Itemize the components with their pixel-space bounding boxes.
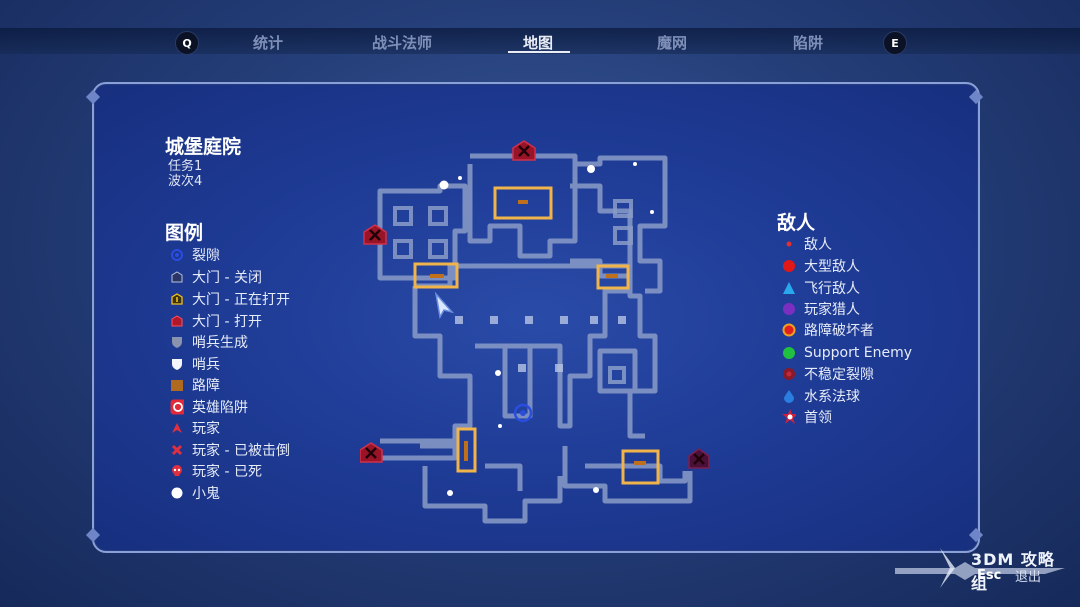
legend-label: 大门 - 正在打开 (192, 292, 290, 308)
gate-open-marker (512, 140, 536, 161)
gate-closed-icon (170, 270, 184, 284)
watermark-logo (895, 548, 1065, 588)
large-enemy-icon (782, 259, 796, 273)
gate-open-marker (688, 448, 710, 469)
castle-courtyard-map[interactable] (360, 136, 720, 536)
enemy-legend-item: Support Enemy (782, 344, 912, 362)
unstable-rift-icon (782, 367, 796, 381)
legend-label: 哨兵生成 (192, 335, 248, 351)
tab-traps[interactable]: 陷阱 (793, 34, 824, 52)
flying-enemy-icon (782, 281, 796, 295)
gate-open-icon (170, 314, 184, 328)
legend-label: 路障破坏者 (804, 323, 874, 339)
legend-label: 敌人 (804, 237, 832, 253)
legend-item: 裂隙 (170, 246, 220, 264)
legend-label: Support Enemy (804, 345, 913, 361)
next-tab-key[interactable]: E (883, 31, 907, 55)
legend-item: 大门 - 打开 (170, 312, 262, 330)
legend-item: 哨兵 (170, 355, 220, 373)
legend-title: 图例 (165, 222, 204, 244)
map-panel (92, 82, 980, 553)
water-orb-icon (782, 389, 796, 403)
tab-stats[interactable]: 统计 (253, 34, 284, 52)
enemy-legend-item: 玩家猎人 (782, 300, 860, 318)
tab-map[interactable]: 地图 (523, 34, 554, 52)
boss-icon (782, 409, 796, 424)
legend-label: 路障 (192, 378, 220, 394)
watermark-text: 3DM 攻略组 (971, 550, 1055, 593)
exit-control[interactable]: 3DM 攻略组 Esc 退出 (895, 540, 1070, 595)
enemy-legend-item: 首领 (782, 408, 832, 426)
barricade-marker (456, 427, 477, 473)
exit-label[interactable]: 退出 (1015, 570, 1042, 585)
tab-battlemage[interactable]: 战斗法师 (372, 34, 433, 52)
enemy-legend-item: 大型敌人 (782, 257, 860, 275)
enemy-legend-item: 飞行敌人 (782, 279, 860, 297)
player-downed-icon (170, 443, 184, 457)
tab-manaweb[interactable]: 魔网 (657, 34, 688, 52)
enemies-title: 敌人 (777, 212, 816, 234)
legend-label: 不稳定裂隙 (804, 367, 874, 383)
barricade-marker (621, 449, 660, 485)
prev-tab-key[interactable]: Q (175, 31, 199, 55)
legend-label: 飞行敌人 (804, 281, 860, 297)
legend-label: 玩家 - 已被击倒 (192, 443, 290, 459)
active-tab-indicator (508, 51, 570, 53)
support-enemy-icon (782, 346, 796, 360)
guardian-icon (170, 357, 184, 371)
legend-label: 大型敌人 (804, 259, 860, 275)
barricade-marker (596, 264, 630, 290)
legend-label: 英雄陷阱 (192, 400, 248, 416)
guardian-spawn-icon (170, 335, 184, 349)
wave-label: 波次4 (168, 174, 203, 189)
legend-label: 玩家猎人 (804, 302, 860, 318)
imp-icon (170, 486, 184, 500)
legend-label: 大门 - 关闭 (192, 270, 262, 286)
legend-item: 路障 (170, 376, 220, 394)
level-name: 城堡庭院 (165, 136, 242, 158)
barricade-breaker-icon (782, 323, 796, 337)
gate-open-marker (363, 224, 387, 245)
legend-label: 首领 (804, 410, 832, 426)
hero-trap-icon (170, 399, 184, 415)
legend-item: 玩家 - 已死 (170, 462, 262, 480)
legend-item: 大门 - 正在打开 (170, 290, 290, 308)
enemy-dot-icon (782, 237, 796, 251)
legend-item: 玩家 - 已被击倒 (170, 441, 290, 459)
barricade-marker (413, 262, 459, 289)
legend-label: 小鬼 (192, 486, 220, 502)
player-icon (170, 421, 184, 435)
legend-item: 英雄陷阱 (170, 398, 248, 416)
legend-label: 玩家 (192, 421, 220, 437)
legend-label: 玩家 - 已死 (192, 464, 262, 480)
enemy-legend-item: 敌人 (782, 235, 832, 253)
barricade-icon (170, 378, 184, 392)
legend-label: 大门 - 打开 (192, 314, 262, 330)
enemy-legend-item: 路障破坏者 (782, 321, 874, 339)
player-dead-icon (170, 464, 184, 478)
player-marker (434, 291, 455, 320)
player-hunter-icon (782, 302, 796, 316)
rift-icon (170, 248, 184, 262)
barricade-marker (493, 186, 553, 220)
legend-label: 水系法球 (804, 389, 860, 405)
legend-label: 裂隙 (192, 248, 220, 264)
legend-item: 小鬼 (170, 484, 220, 502)
enemy-legend-item: 水系法球 (782, 387, 860, 405)
rift-marker (513, 403, 533, 423)
legend-label: 哨兵 (192, 357, 220, 373)
gate-opening-icon (170, 292, 184, 306)
enemy-legend-item: 不稳定裂隙 (782, 365, 874, 383)
esc-key[interactable]: Esc (977, 568, 1002, 583)
mission-label: 任务1 (168, 159, 203, 174)
legend-item: 玩家 (170, 419, 220, 437)
legend-item: 大门 - 关闭 (170, 268, 262, 286)
gate-open-marker (360, 442, 383, 463)
legend-item: 哨兵生成 (170, 333, 248, 351)
